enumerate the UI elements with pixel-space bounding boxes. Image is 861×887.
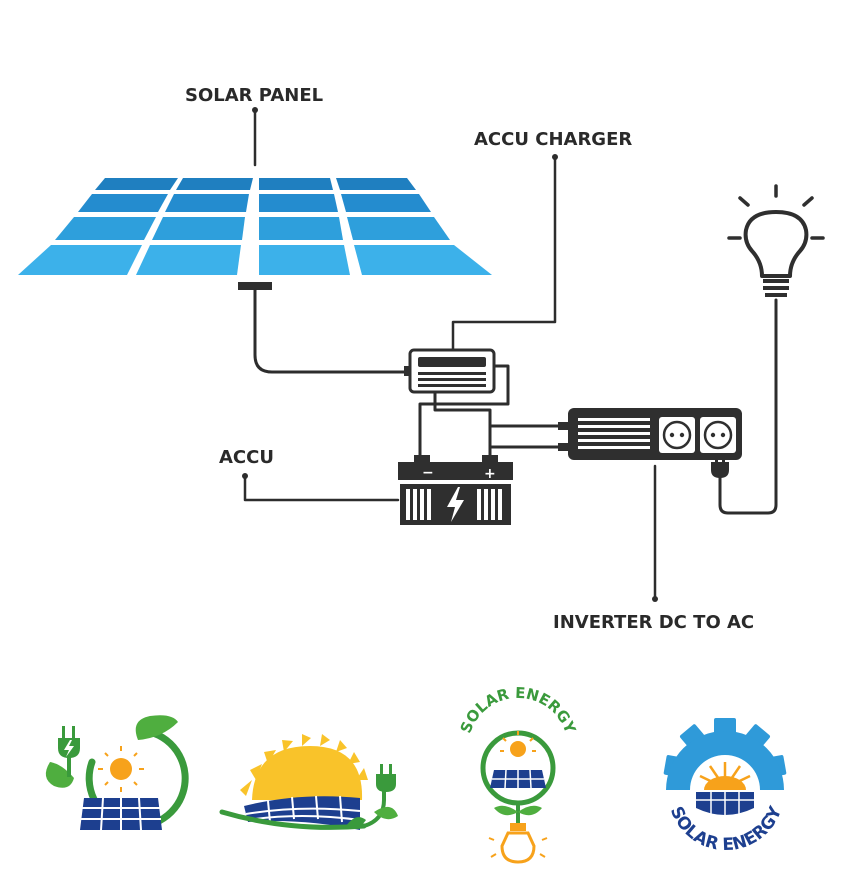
logo3-text: SOLAR ENERGY — [457, 684, 580, 737]
accu-battery: − + — [398, 455, 513, 525]
sun-icon — [98, 746, 144, 792]
logo-sun-panel-plug — [219, 734, 398, 830]
battery-plus: + — [484, 466, 496, 482]
logo3-sun-icon — [500, 731, 536, 757]
logo-solar-plug — [45, 715, 189, 831]
battery-minus: − — [422, 465, 434, 481]
accu-charger — [404, 348, 496, 394]
logo-solar-energy-bulb: SOLAR ENERGY — [457, 684, 580, 864]
inverter — [558, 408, 742, 478]
inverter-socket-2 — [700, 417, 736, 453]
solar-panel — [18, 178, 492, 290]
gear-icon — [663, 718, 787, 790]
inverter-label: INVERTER DC TO AC — [553, 612, 754, 633]
logo3-bulb-icon — [488, 823, 548, 864]
wiring — [253, 288, 778, 515]
accu-charger-label: ACCU CHARGER — [474, 129, 632, 150]
inverter-socket-1 — [659, 417, 695, 453]
accu-label: ACCU — [219, 447, 274, 468]
bolt-icon — [447, 487, 464, 522]
mini-panel-icon — [80, 797, 162, 831]
solar-panel-mount — [238, 282, 272, 290]
plug-icon — [711, 456, 729, 478]
solar-panel-cells — [18, 178, 492, 275]
logo-solar-energy-gear: SOLAR ENERGY — [663, 718, 786, 855]
light-bulb-icon — [727, 184, 825, 297]
solar-panel-label: SOLAR PANEL — [185, 85, 323, 106]
